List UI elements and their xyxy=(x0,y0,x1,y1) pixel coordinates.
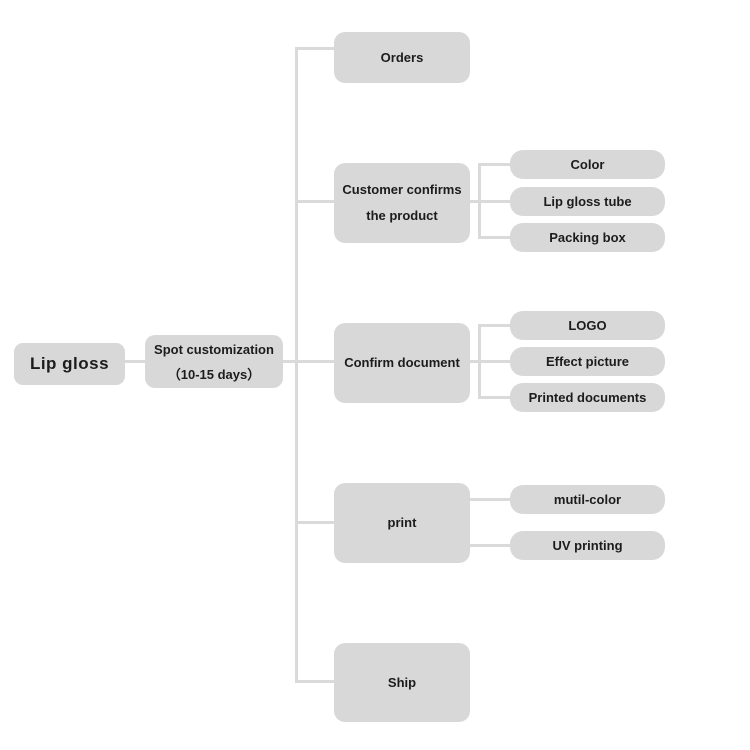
node-print-label: print xyxy=(387,515,417,530)
node-packing-box-label: Packing box xyxy=(549,230,626,245)
node-uv-printing: UV printing xyxy=(510,531,665,560)
node-lip-gloss: Lip gloss xyxy=(14,343,125,385)
connector-customer-to-lip-gloss-tube xyxy=(470,200,510,203)
node-spot-customization-line1: Spot customization xyxy=(154,341,274,357)
node-orders: Orders xyxy=(334,32,470,83)
node-ship: Ship xyxy=(334,643,470,722)
node-spot-customization-line2: （10-15 days） xyxy=(167,366,261,382)
connector-trunk-vertical xyxy=(295,47,298,683)
connector-root-to-stage xyxy=(125,360,145,363)
node-effect-picture: Effect picture xyxy=(510,347,665,376)
node-confirm-document: Confirm document xyxy=(334,323,470,403)
connector-trunk-to-print xyxy=(295,521,334,524)
node-effect-picture-label: Effect picture xyxy=(545,354,630,369)
node-customer-confirms-line1: Customer confirms xyxy=(342,182,462,197)
connector-confirm-to-effect-picture xyxy=(470,360,510,363)
connector-trunk-to-ship xyxy=(295,680,334,683)
node-uv-printing-label: UV printing xyxy=(552,538,623,553)
node-orders-label: Orders xyxy=(380,49,424,65)
node-packing-box: Packing box xyxy=(510,223,665,252)
node-color: Color xyxy=(510,150,665,179)
node-lip-gloss-tube: Lip gloss tube xyxy=(510,187,665,216)
node-spot-customization: Spot customization （10-15 days） xyxy=(145,335,283,388)
node-printed-documents: Printed documents xyxy=(510,383,665,412)
connector-print-to-uv-printing xyxy=(470,544,510,547)
node-printed-documents-label: Printed documents xyxy=(528,390,647,405)
node-confirm-document-label: Confirm document xyxy=(344,355,460,370)
connector-customer-to-packing-box xyxy=(481,236,510,239)
connector-trunk-to-customer xyxy=(295,200,334,203)
node-color-label: Color xyxy=(570,157,605,172)
node-logo-label: LOGO xyxy=(568,318,607,333)
connector-customer-to-color xyxy=(481,163,510,166)
node-logo: LOGO xyxy=(510,311,665,340)
node-ship-label: Ship xyxy=(387,674,417,690)
connector-stage-to-confirm-document xyxy=(282,360,334,363)
connector-print-to-mutil-color xyxy=(470,498,510,501)
node-print: print xyxy=(334,483,470,563)
connector-confirm-to-printed-documents xyxy=(481,396,510,399)
node-lip-gloss-tube-label: Lip gloss tube xyxy=(543,194,632,209)
node-customer-confirms: Customer confirms the product xyxy=(334,163,470,243)
node-lip-gloss-label: Lip gloss xyxy=(29,354,110,373)
node-customer-confirms-line2: the product xyxy=(366,208,438,223)
node-mutil-color-label: mutil-color xyxy=(553,492,622,507)
connector-trunk-to-orders xyxy=(295,47,334,50)
node-mutil-color: mutil-color xyxy=(510,485,665,514)
connector-confirm-to-logo xyxy=(481,324,510,327)
